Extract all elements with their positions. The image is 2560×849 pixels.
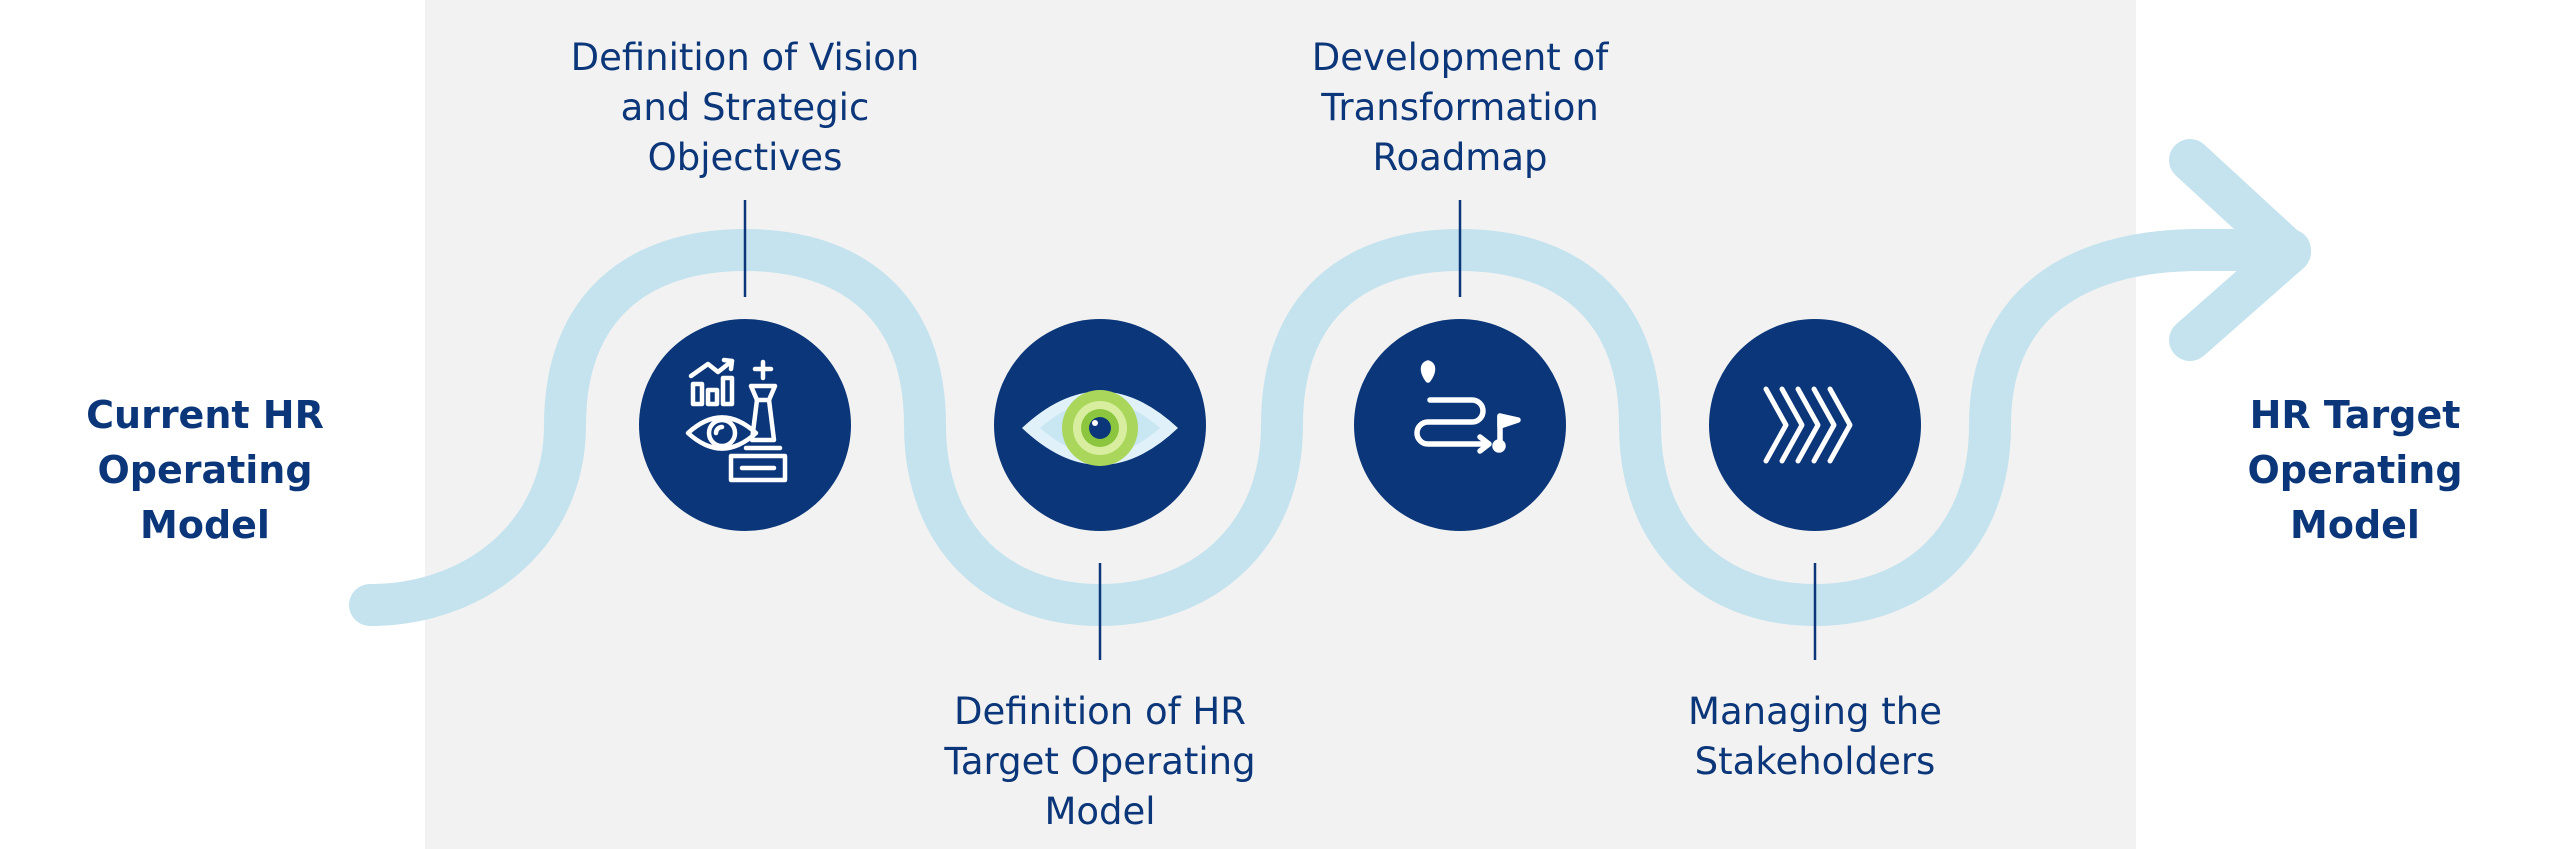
step-node-3 xyxy=(1354,319,1566,531)
vision-strategy-icon xyxy=(685,357,788,483)
flow-arrow-head-icon xyxy=(2169,139,2311,361)
start-label: Current HR Operating Model xyxy=(86,393,324,547)
chevrons-icon xyxy=(1763,386,1853,464)
end-label: HR Target Operating Model xyxy=(2247,393,2463,547)
step-node-2 xyxy=(994,319,1206,531)
eye-icon xyxy=(1022,390,1178,466)
flow-path xyxy=(349,228,2311,627)
step-label-2: Definition of HR Target Operating Model xyxy=(944,690,1256,833)
roadmap-icon xyxy=(1414,360,1521,454)
step-label-1: Definition of Vision and Strategic Objec… xyxy=(570,36,920,179)
step-node-1 xyxy=(639,319,851,531)
step-label-4: Managing the Stakeholders xyxy=(1688,690,1942,783)
step-label-3: Development of Transformation Roadmap xyxy=(1311,36,1609,179)
step-node-4 xyxy=(1709,319,1921,531)
